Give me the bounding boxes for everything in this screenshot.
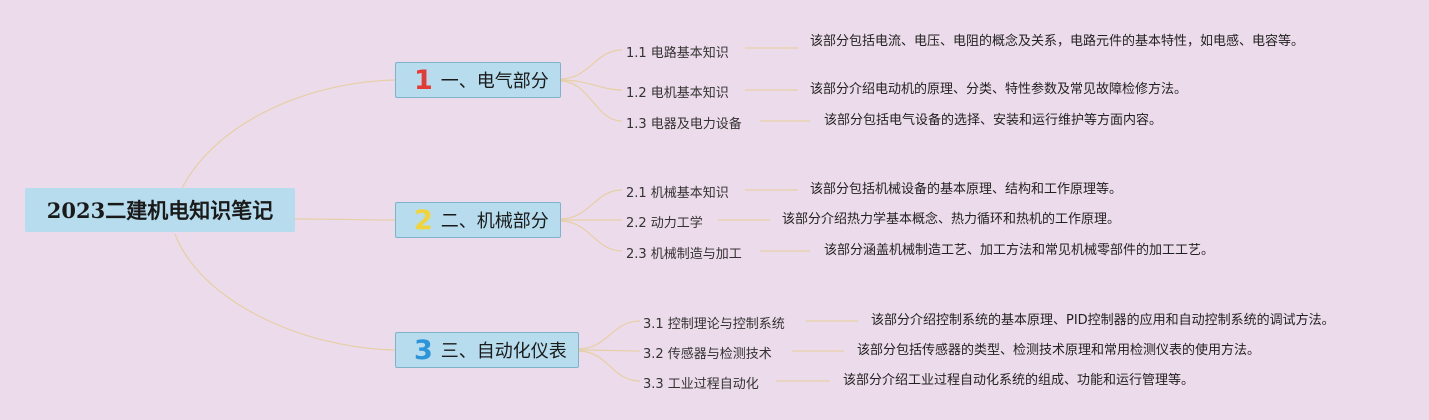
description-2-3: 该部分涵盖机械制造工艺、加工方法和常见机械零部件的加工工艺。 [824,243,1215,258]
subtopic-2-1[interactable]: 2.1 机械基本知识 [626,186,729,201]
subtopic-3-2[interactable]: 3.2 传感器与检测技术 [643,347,772,362]
description-1-3: 该部分包括电气设备的选择、安装和运行维护等方面内容。 [824,113,1163,128]
branch-title-1: 一、电气部分 [440,71,549,92]
subtopic-3-3[interactable]: 3.3 工业过程自动化 [643,377,759,392]
branch3-link-3 [577,350,641,382]
description-3-1: 该部分介绍控制系统的基本原理、PID控制器的应用和自动控制系统的调试方法。 [871,313,1335,328]
description-3-2: 该部分包括传感器的类型、检测技术原理和常用检测仪表的使用方法。 [857,343,1261,358]
description-2-1: 该部分包括机械设备的基本原理、结构和工作原理等。 [810,182,1123,197]
branch-node-2[interactable]: 2 二、机械部分 [395,202,561,238]
root-node[interactable]: 2023二建机电知识笔记 [25,188,295,232]
root-link-2 [294,218,396,221]
branch-node-3[interactable]: 3 三、自动化仪表 [395,332,579,368]
branch3-link-1 [577,320,641,350]
number-badge-3: 3 [414,334,433,366]
subtopic-2-3[interactable]: 2.3 机械制造与加工 [626,247,742,262]
subtopic-3-1[interactable]: 3.1 控制理论与控制系统 [643,317,785,332]
branch1-link-1 [559,49,623,80]
branch3-link-2 [577,349,641,352]
subtopic-2-2[interactable]: 2.2 动力工学 [626,216,703,231]
branch1-link-2 [559,79,623,91]
subtopic-1-2[interactable]: 1.2 电机基本知识 [626,86,729,101]
branch2-link-3 [559,220,623,252]
description-1-1: 该部分包括电流、电压、电阻的概念及关系，电路元件的基本特性，如电感、电容等。 [810,34,1305,49]
root-link-3 [174,233,396,351]
branch-title-2: 二、机械部分 [440,211,549,232]
description-2-2: 该部分介绍热力学基本概念、热力循环和热机的工作原理。 [782,212,1121,227]
root-link-1 [174,79,396,206]
number-badge-2: 2 [414,204,433,236]
description-3-3: 该部分介绍工业过程自动化系统的组成、功能和运行管理等。 [843,373,1195,388]
branch2-link-1 [559,189,623,220]
subtopic-1-3[interactable]: 1.3 电器及电力设备 [626,117,742,132]
branch1-link-3 [559,80,623,122]
branch-node-1[interactable]: 1 一、电气部分 [395,62,561,98]
subtopic-1-1[interactable]: 1.1 电路基本知识 [626,46,729,61]
description-1-2: 该部分介绍电动机的原理、分类、特性参数及常见故障检修方法。 [810,82,1188,97]
root-title: 2023二建机电知识笔记 [46,198,274,223]
number-badge-1: 1 [414,64,433,96]
branch-title-3: 三、自动化仪表 [440,341,567,362]
